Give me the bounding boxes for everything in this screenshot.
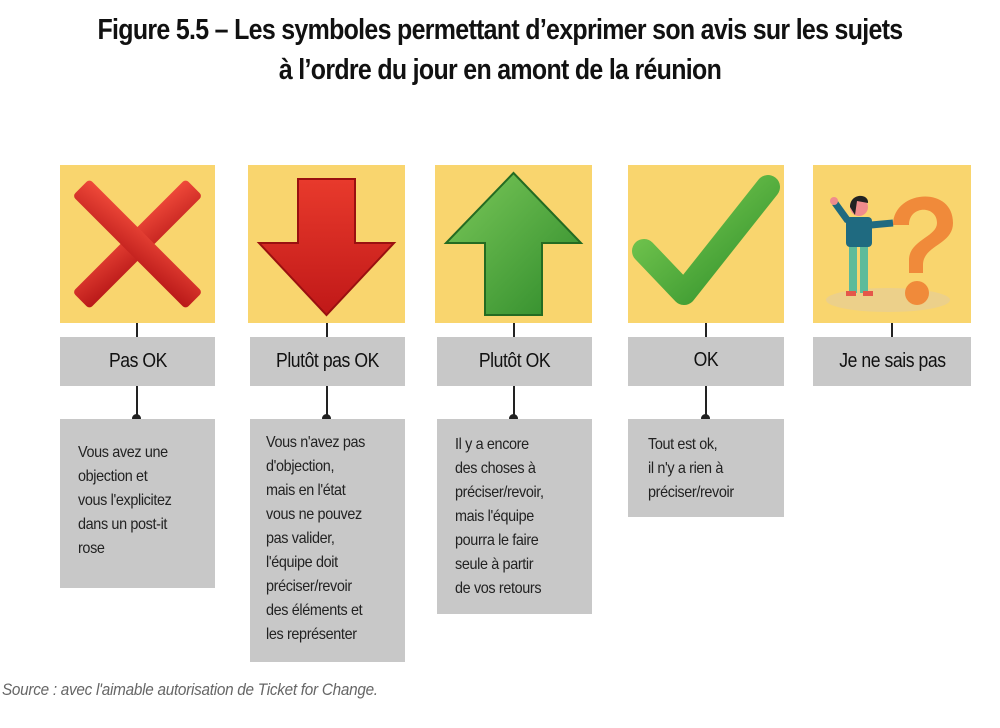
description-line: l'équipe doit [266, 554, 338, 571]
connector-dot [509, 414, 518, 423]
description-line: il n'y a rien à [648, 460, 723, 477]
description-pas-ok: Vous avez une objection et vous l'explicit… [60, 419, 215, 588]
description-line: préciser/revoir [648, 484, 734, 501]
label-je-ne-sais-pas: Je ne sais pas [813, 337, 971, 386]
description-line: mais en l'état [266, 482, 346, 499]
connector [326, 386, 328, 416]
connector-dot [322, 414, 331, 423]
description-line: pas valider, [266, 530, 335, 547]
description-line: Il y a encore [455, 436, 529, 453]
description-plutot-pas-ok: Vous n'avez pas d'objection, mais en l'éta… [250, 419, 405, 662]
label-pas-ok: Pas OK [60, 337, 215, 386]
connector [891, 323, 893, 337]
label-plutot-ok: Plutôt OK [437, 337, 592, 386]
figure-title: Figure 5.5 – Les symboles permettant d’e… [70, 10, 930, 90]
description-line: préciser/revoir, [455, 484, 544, 501]
title-line-2: à l’ordre du jour en amont de la réunion [278, 54, 722, 86]
description-plutot-ok: Il y a encore des choses à préciser/revoir… [437, 419, 592, 614]
red-cross-icon [60, 165, 215, 323]
question-person-icon [813, 165, 971, 323]
green-check-icon [628, 165, 784, 323]
description-line: pourra le faire [455, 532, 539, 549]
connector [705, 323, 707, 337]
description-ok: Tout est ok, il n'y a rien à préciser/revo… [628, 419, 784, 517]
description-line: Tout est ok, [648, 436, 718, 453]
description-line: de vos retours [455, 580, 542, 597]
description-line: Vous avez une [78, 444, 168, 461]
label-plutot-pas-ok: Plutôt pas OK [250, 337, 405, 386]
description-line: préciser/revoir [266, 578, 352, 595]
connector-dot [701, 414, 710, 423]
connector [513, 323, 515, 337]
source-note: Source : avec l'aimable autorisation de … [2, 680, 378, 699]
connector [705, 386, 707, 416]
description-line: mais l'équipe [455, 508, 534, 525]
description-line: vous l'explicitez [78, 492, 172, 509]
description-line: vous ne pouvez [266, 506, 362, 523]
red-down-arrow-icon [248, 165, 405, 323]
description-line: d'objection, [266, 458, 335, 475]
connector-dot [132, 414, 141, 423]
description-line: les représenter [266, 626, 357, 643]
title-line-1: Figure 5.5 – Les symboles permettant d’e… [97, 14, 903, 46]
connector [136, 386, 138, 416]
description-line: dans un post-it [78, 516, 168, 533]
description-line: des choses à [455, 460, 536, 477]
description-line: des éléments et [266, 602, 363, 619]
description-line: Vous n'avez pas [266, 434, 366, 451]
label-ok: OK [628, 337, 784, 386]
connector [326, 323, 328, 337]
description-line: rose [78, 540, 105, 557]
description-line: objection et [78, 468, 148, 485]
connector [136, 323, 138, 337]
green-up-arrow-icon [435, 165, 592, 323]
connector [513, 386, 515, 416]
description-line: seule à partir [455, 556, 534, 573]
